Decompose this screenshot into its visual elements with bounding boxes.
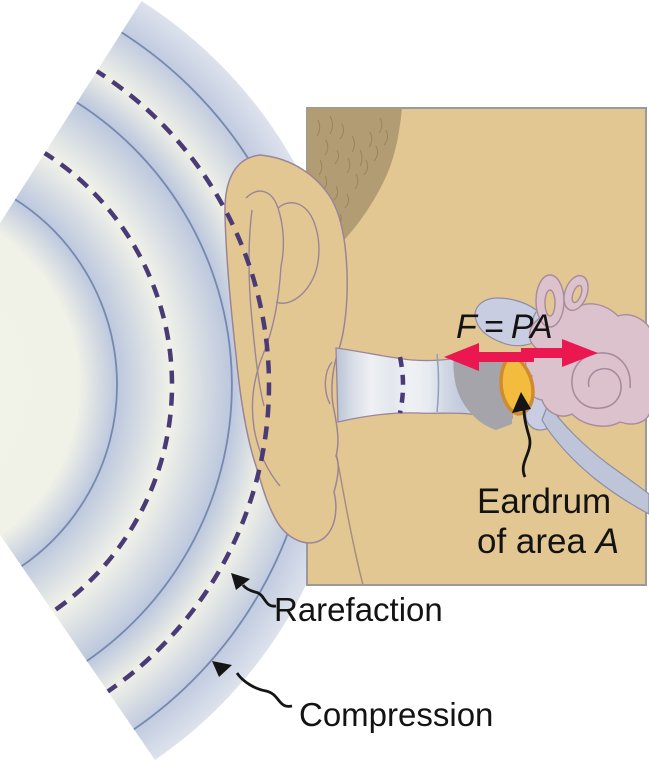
semicircular-canal-loop-hole [544, 289, 556, 317]
compression-pointer-arrow-icon [235, 672, 293, 708]
canal-rarefaction-dash [397, 356, 406, 414]
cochlea-spiral [571, 352, 631, 409]
canal-end-shadow [453, 354, 512, 430]
semicircular-canal-loop-2-hole [571, 284, 583, 304]
compression-pointer-arrowhead [212, 661, 232, 677]
rarefaction-wavefront-dashes [41, 67, 272, 696]
canal-compression-line [436, 353, 440, 413]
helix-edge-line [248, 209, 265, 407]
eardrum-label-line2-prefix: of area [477, 522, 596, 561]
eardrum-pointer-arrowhead [512, 392, 531, 413]
helix-inner-loop-line [275, 202, 320, 304]
rarefaction-pointer-arrow-icon [241, 584, 277, 608]
rarefaction-pointer-arrowhead [231, 573, 250, 590]
eardrum-label-line1: Eardrum [477, 482, 611, 521]
eardrum-label-line2: of area A [477, 522, 619, 561]
inner-ear [525, 274, 649, 427]
compression-label: Compression [299, 696, 493, 733]
formula-label: F = PA [456, 308, 552, 346]
eardrum-pointer-arrow-icon [521, 409, 532, 478]
eustachian-tube [541, 402, 649, 515]
rarefaction-dash-outer [92, 67, 272, 696]
eardrum-label-line2-area-var: A [594, 522, 619, 561]
tragus-line [324, 361, 333, 405]
rarefaction-dash-inner [41, 149, 175, 615]
compression-line-inner [13, 197, 118, 569]
force-arrow-right-icon [521, 339, 598, 367]
compression-line-middle [74, 100, 233, 664]
rarefaction-label: Rarefaction [274, 591, 443, 628]
force-arrow-left-icon [444, 343, 534, 371]
pointer-arrows [212, 392, 532, 708]
